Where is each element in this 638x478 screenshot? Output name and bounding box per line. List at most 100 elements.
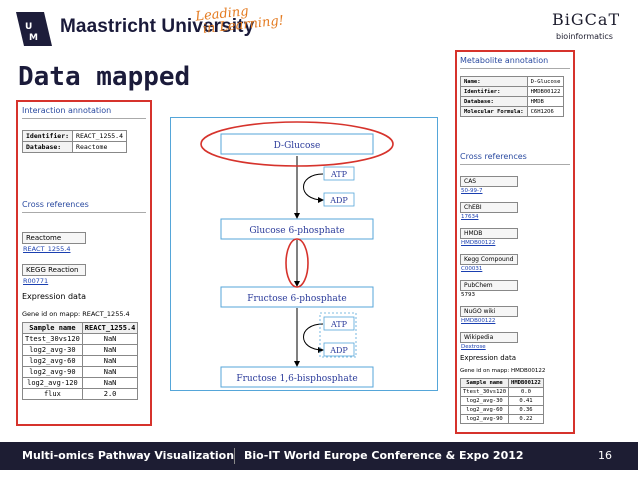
bigcat-logo: BiGCaT bioinformatics [548, 8, 630, 48]
node-box[interactable] [220, 366, 374, 388]
divider [460, 164, 570, 165]
cofactor-curve [303, 323, 324, 353]
xref-link-hmdb[interactable]: HMDB00122 [461, 240, 496, 246]
table-row: Identifier: REACT_1255.4 [21, 130, 128, 142]
xref-link-cas[interactable]: 50-99-7 [461, 188, 483, 194]
xref-db-kegg-reaction: KEGG Reaction [22, 264, 86, 276]
interaction-panel: Interaction annotation Identifier: REACT… [16, 100, 152, 426]
node-label: Fructose 1,6-bisphosphate [236, 374, 357, 384]
cell: log2_avg-90 [22, 366, 83, 378]
cofactor-box[interactable] [323, 316, 355, 331]
kv-value: REACT_1255.4 [72, 130, 128, 142]
cell: log2_avg-30 [459, 396, 510, 406]
metabolite-annotation-title: Metabolite annotation [460, 56, 549, 65]
expression-data-title: Expression data [460, 354, 516, 362]
xref-link-reactome[interactable]: REACT_1255.4 [23, 245, 71, 253]
cofactor-label: ADP [329, 346, 348, 355]
kv-value: C6H12O6 [526, 106, 565, 117]
gene-id-label: Gene id on mapp: REACT_1255.4 [22, 310, 130, 318]
cell: flux [22, 388, 83, 400]
kv-value: HMDB00122 [526, 86, 565, 97]
node-label: Fructose 6-phosphate [247, 294, 346, 304]
cell: 2.0 [81, 388, 139, 400]
col-header: REACT_1255.4 [81, 322, 139, 334]
kv-key: Database: [460, 96, 528, 107]
svg-text:M: M [29, 33, 38, 43]
xref-db-kegg-compound: Kegg Compound [460, 254, 518, 265]
kv-value: Reactome [72, 141, 128, 153]
page-number: 16 [598, 449, 612, 462]
node-box[interactable] [220, 133, 374, 155]
kv-value: HMDB [526, 96, 565, 107]
cross-references-title: Cross references [460, 152, 527, 161]
col-header: Sample name [459, 378, 510, 388]
footer-bar: Multi-omics Pathway Visualization Bio-IT… [0, 442, 638, 470]
highlight-ellipse [285, 238, 309, 288]
xref-link-chebi[interactable]: 17634 [461, 214, 479, 220]
divider [460, 68, 570, 69]
kv-key: Name: [460, 76, 528, 87]
cell: 0.36 [508, 405, 544, 415]
cell: log2_avg-60 [459, 405, 510, 415]
cofactor-box[interactable] [323, 342, 355, 357]
cell: log2_avg-120 [22, 377, 83, 389]
cell: log2_avg-60 [22, 355, 83, 367]
metabolite-table: Name:D-Glucose Identifier:HMDB00122 Data… [460, 76, 565, 117]
footer-separator [234, 448, 235, 464]
xref-link-kegg-reaction[interactable]: R00771 [23, 277, 49, 285]
cell: 0.22 [508, 414, 544, 424]
cell: log2_avg-90 [459, 414, 510, 424]
xref-db-wikipedia: Wikipedia [460, 332, 518, 343]
svg-text:U: U [25, 22, 32, 32]
bigcat-sub: bioinformatics [556, 32, 613, 41]
um-logo: U M [14, 10, 54, 48]
cell: NaN [81, 366, 139, 378]
university-name: Maastricht University [60, 16, 255, 37]
cofactor-group [319, 312, 357, 358]
table-header-row: Sample name REACT_1255.4 [22, 322, 139, 334]
expression-data-title: Expression data [22, 292, 86, 301]
cell: NaN [81, 355, 139, 367]
xref-db-pubchem: PubChem [460, 280, 518, 291]
xref-db-cas: CAS [460, 176, 518, 187]
slide-title: Data mapped [18, 62, 191, 92]
interaction-annotation-title: Interaction annotation [22, 106, 112, 115]
bigcat-word: BiGCaT [552, 10, 621, 29]
metabolite-panel: Metabolite annotation Name:D-Glucose Ide… [455, 50, 575, 434]
interaction-table: Identifier: REACT_1255.4 Database: React… [21, 130, 128, 153]
cofactor-label: ADP [329, 196, 348, 205]
kv-key: Molecular Formula: [460, 106, 528, 117]
col-header: Sample name [22, 322, 83, 334]
cofactor-label: ATP [330, 320, 348, 329]
cofactor-box[interactable] [323, 166, 355, 181]
table-row: Database: Reactome [21, 141, 128, 153]
cofactor-box[interactable] [323, 192, 355, 207]
table-row: Identifier:HMDB00122 [460, 86, 565, 97]
xref-db-reactome: Reactome [22, 232, 86, 244]
xref-db-chebi: ChEBI [460, 202, 518, 213]
kv-value: D-Glucose [526, 76, 565, 87]
xref-db-hmdb: HMDB [460, 228, 518, 239]
xref-link-wikipedia[interactable]: Dextrose [461, 344, 486, 350]
node-label: D-Glucose [274, 141, 321, 151]
cell: 0.0 [508, 387, 544, 397]
footer-conference: Bio-IT World Europe Conference & Expo 20… [244, 449, 524, 462]
xref-link-nugo-wiki[interactable]: HMDB00122 [461, 318, 496, 324]
table-row: Database:HMDB [460, 96, 565, 107]
cell: Ttest_30vs120 [22, 333, 83, 345]
xref-link-kegg-compound[interactable]: C00031 [461, 266, 483, 272]
cofactor-label: ATP [330, 170, 348, 179]
cell: NaN [81, 333, 139, 345]
tagline: Leading in Learning! [195, 2, 285, 37]
